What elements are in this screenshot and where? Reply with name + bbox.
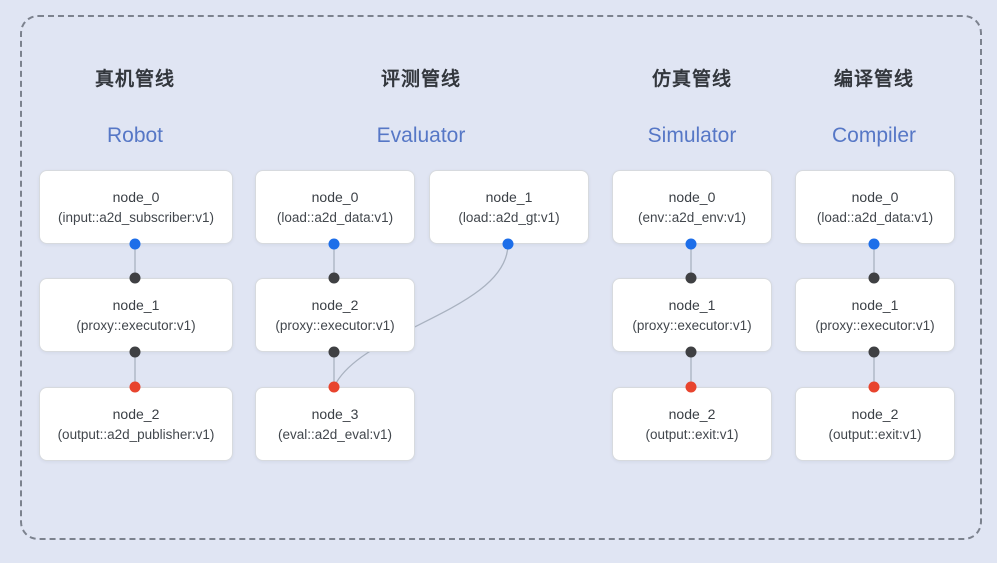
input-port-black-dot — [129, 272, 141, 284]
node-type: (load::a2d_data:v1) — [276, 209, 394, 225]
node-title: node_2 — [112, 405, 160, 422]
node-type: (env::a2d_env:v1) — [637, 209, 747, 225]
compiler-node-1: node_1 (proxy::executor:v1) — [795, 278, 955, 352]
input-port-red-dot — [328, 381, 340, 393]
node-type: (load::a2d_data:v1) — [816, 209, 934, 225]
input-port-red-dot — [868, 381, 880, 393]
node-type: (proxy::executor:v1) — [76, 317, 196, 333]
output-port-black-dot — [868, 346, 880, 358]
output-port-blue-dot — [685, 238, 697, 250]
output-port-black-dot — [129, 346, 141, 358]
node-title: node_3 — [311, 405, 359, 422]
dashed-frame — [20, 15, 982, 540]
output-port-blue-dot — [502, 238, 514, 250]
node-type: (output::exit:v1) — [645, 426, 739, 442]
input-port-red-dot — [685, 381, 697, 393]
node-type: (load::a2d_gt:v1) — [458, 209, 560, 225]
evaluator-node-0: node_0 (load::a2d_data:v1) — [255, 170, 415, 244]
output-port-black-dot — [685, 346, 697, 358]
robot-node-0: node_0 (input::a2d_subscriber:v1) — [39, 170, 233, 244]
node-title: node_0 — [311, 188, 359, 205]
output-port-blue-dot — [129, 238, 141, 250]
node-title: node_2 — [668, 405, 716, 422]
node-title: node_2 — [311, 296, 359, 313]
evaluator-pipeline-title-en: Evaluator — [376, 124, 466, 147]
robot-pipeline-title-en: Robot — [106, 124, 164, 147]
compiler-pipeline-title-en: Compiler — [831, 124, 917, 147]
node-type: (eval::a2d_eval:v1) — [277, 426, 393, 442]
robot-node-1: node_1 (proxy::executor:v1) — [39, 278, 233, 352]
compiler-node-0: node_0 (load::a2d_data:v1) — [795, 170, 955, 244]
robot-node-2: node_2 (output::a2d_publisher:v1) — [39, 387, 233, 461]
node-type: (proxy::executor:v1) — [275, 317, 395, 333]
node-title: node_1 — [668, 296, 716, 313]
input-port-black-dot — [685, 272, 697, 284]
compiler-node-2: node_2 (output::exit:v1) — [795, 387, 955, 461]
evaluator-pipeline-title-zh: 评测管线 — [380, 69, 462, 90]
node-title: node_0 — [112, 188, 160, 205]
input-port-black-dot — [328, 272, 340, 284]
simulator-node-0: node_0 (env::a2d_env:v1) — [612, 170, 772, 244]
input-port-red-dot — [129, 381, 141, 393]
output-port-black-dot — [328, 346, 340, 358]
node-title: node_1 — [851, 296, 899, 313]
simulator-pipeline-title-en: Simulator — [647, 124, 737, 147]
node-title: node_1 — [485, 188, 533, 205]
node-type: (output::a2d_publisher:v1) — [57, 426, 215, 442]
simulator-node-1: node_1 (proxy::executor:v1) — [612, 278, 772, 352]
input-port-black-dot — [868, 272, 880, 284]
output-port-blue-dot — [328, 238, 340, 250]
evaluator-node-3: node_3 (eval::a2d_eval:v1) — [255, 387, 415, 461]
node-type: (proxy::executor:v1) — [815, 317, 935, 333]
compiler-pipeline-title-zh: 编译管线 — [833, 69, 915, 90]
node-title: node_0 — [668, 188, 716, 205]
output-port-blue-dot — [868, 238, 880, 250]
node-title: node_1 — [112, 296, 160, 313]
node-title: node_2 — [851, 405, 899, 422]
node-type: (proxy::executor:v1) — [632, 317, 752, 333]
evaluator-gt-to-eval-curve — [333, 243, 509, 388]
simulator-node-2: node_2 (output::exit:v1) — [612, 387, 772, 461]
robot-pipeline-title-zh: 真机管线 — [94, 69, 176, 90]
evaluator-node-1: node_1 (load::a2d_gt:v1) — [429, 170, 589, 244]
simulator-pipeline-title-zh: 仿真管线 — [651, 69, 733, 90]
node-type: (input::a2d_subscriber:v1) — [57, 209, 215, 225]
node-title: node_0 — [851, 188, 899, 205]
node-type: (output::exit:v1) — [828, 426, 922, 442]
evaluator-node-2: node_2 (proxy::executor:v1) — [255, 278, 415, 352]
